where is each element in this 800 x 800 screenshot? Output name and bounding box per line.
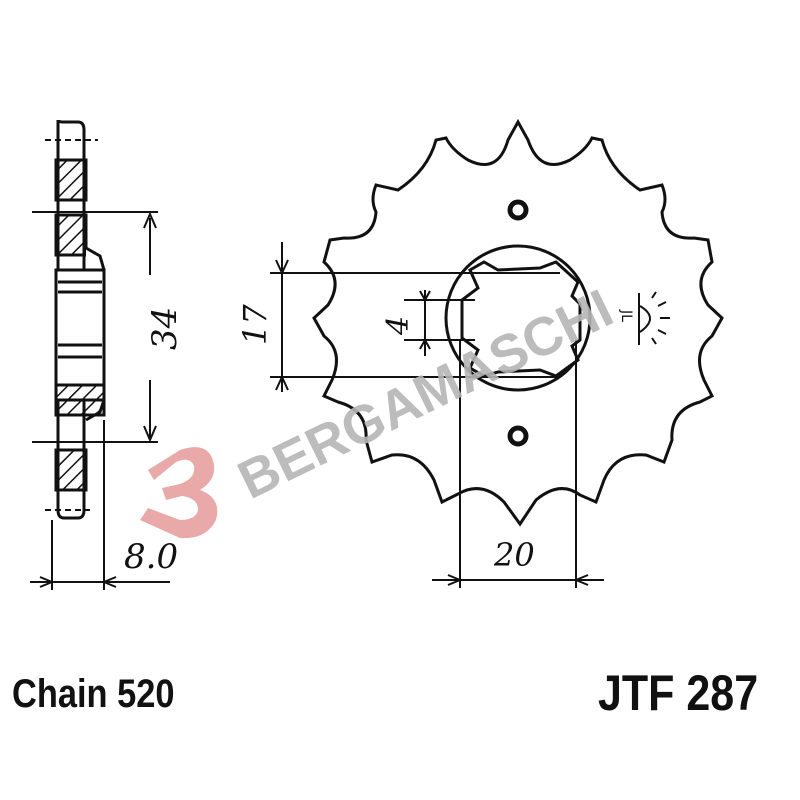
dimension-lines (270, 242, 604, 588)
dimension-spline-width: 4 (381, 316, 416, 336)
dimension-spline-offset: 17 (236, 304, 274, 345)
side-profile-view (30, 119, 170, 590)
dimension-thickness: 8.0 (124, 537, 178, 577)
dimension-bolt-spacing: 20 (493, 536, 535, 574)
watermark-logo-icon (140, 447, 218, 539)
dimension-hub-diameter: 34 (145, 307, 185, 350)
chain-size-label: Chain 520 (12, 672, 175, 716)
svg-text:JL: JL (618, 309, 634, 322)
heat-treatment-icon: JL (618, 291, 670, 345)
sprocket-front-view (312, 118, 724, 527)
part-number-label: JTF 287 (598, 665, 759, 721)
